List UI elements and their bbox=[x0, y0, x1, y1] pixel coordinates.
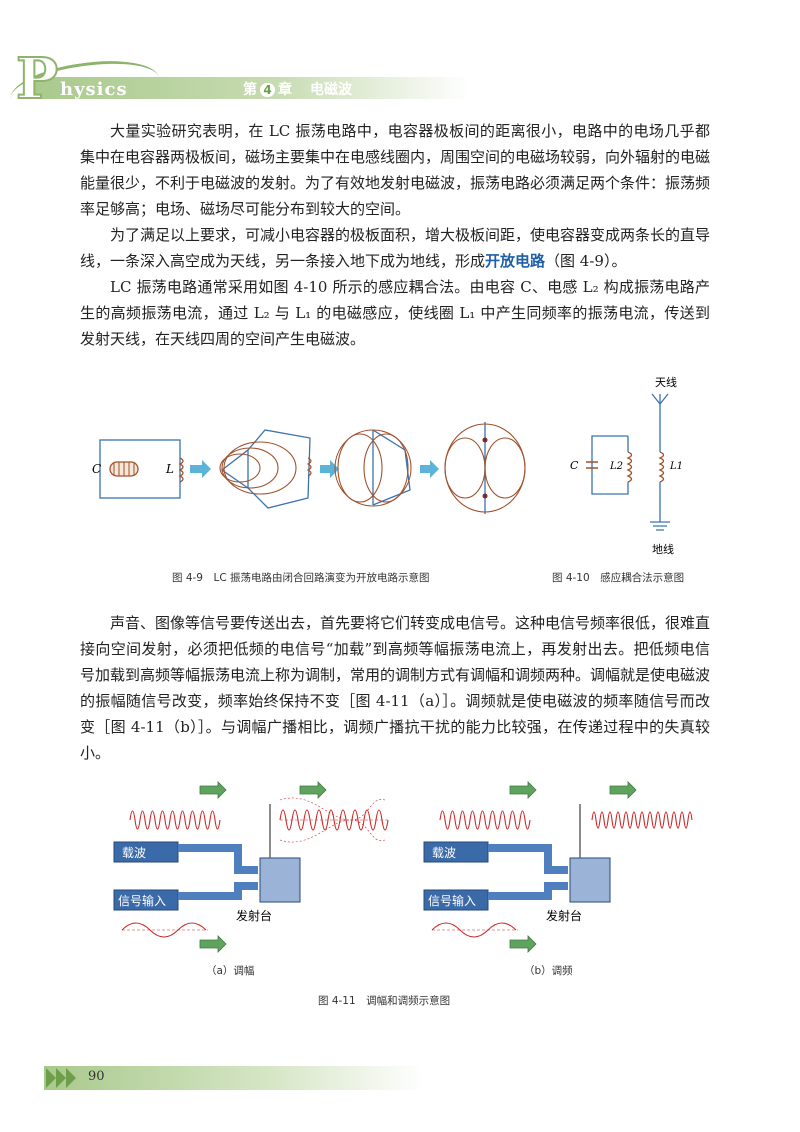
chapter-number: 4 bbox=[260, 83, 275, 97]
stage-arrow-1 bbox=[190, 460, 211, 478]
paragraph-4: 声音、图像等信号要传送出去，首先要将它们转变成电信号。这种电信号频率很低，很难直… bbox=[80, 614, 711, 762]
fig411b-transmitter: 发射台 bbox=[546, 908, 582, 923]
physics-logo-letter: P bbox=[15, 46, 59, 112]
chapter-suffix: 章 bbox=[278, 82, 292, 98]
page-number: 90 bbox=[88, 1069, 105, 1084]
footer-bar bbox=[44, 1066, 424, 1090]
header-bar bbox=[30, 77, 470, 99]
figure-4-9: C L bbox=[92, 422, 526, 514]
fig410-caption: 图 4-10 感应耦合法示意图 bbox=[552, 572, 685, 584]
physics-logo-text: hysics bbox=[60, 79, 128, 100]
figure-4-10: 天线 地线 C L2 L1 bbox=[570, 375, 683, 556]
term-open-circuit: 开放电路 bbox=[485, 252, 546, 270]
fig410-label-c: C bbox=[570, 459, 579, 472]
fig411-sub-a: （a）调幅 bbox=[206, 965, 255, 977]
figure-4-11a: 载波 信号输入 发射台 bbox=[113, 781, 389, 953]
fig410-label-l1: L1 bbox=[669, 461, 683, 472]
fig49-label-l: L bbox=[165, 462, 174, 476]
paragraph-2-text: 为了满足以上要求，可减小电容器的极板面积，增大极板间距，使电容器变成两条长的直导… bbox=[80, 226, 711, 270]
stage-arrow-3 bbox=[420, 460, 439, 478]
paragraph-2-tail: （图 4-9）。 bbox=[545, 252, 627, 270]
fig411a-signal-input: 信号输入 bbox=[118, 893, 166, 908]
chapter-prefix: 第 bbox=[243, 82, 257, 98]
chapter-title: 电磁波 bbox=[310, 82, 352, 98]
paragraph-1: 大量实验研究表明，在 LC 振荡电路中，电容器极板间的距离很小，电路中的电场几乎… bbox=[80, 122, 711, 218]
fig411b-signal-input: 信号输入 bbox=[428, 893, 476, 908]
figure-4-11b: 载波 信号输入 发射台 bbox=[423, 781, 693, 953]
paragraph-3: LC 振荡电路通常采用如图 4-10 所示的感应耦合法。由电容 C、电感 L₂ … bbox=[80, 278, 710, 348]
stage-arrow-2 bbox=[320, 460, 339, 478]
fig410-ground: 地线 bbox=[652, 542, 674, 556]
fig410-label-l2: L2 bbox=[609, 461, 623, 472]
fig411-sub-b: （b）调频 bbox=[524, 965, 573, 977]
fig411a-transmitter: 发射台 bbox=[236, 908, 272, 923]
fig49-label-c: C bbox=[92, 462, 101, 476]
fig411-caption: 图 4-11 调幅和调频示意图 bbox=[318, 995, 451, 1007]
fig411b-carrier: 载波 bbox=[432, 846, 456, 860]
fig410-antenna: 天线 bbox=[655, 375, 677, 389]
fig411a-carrier: 载波 bbox=[122, 846, 146, 860]
paragraph-2: 为了满足以上要求，可减小电容器的极板面积，增大极板间距，使电容器变成两条长的直导… bbox=[80, 222, 710, 274]
fig49-caption: 图 4-9 LC 振荡电路由闭合回路演变为开放电路示意图 bbox=[172, 572, 430, 584]
footer-chevrons bbox=[46, 1068, 76, 1088]
